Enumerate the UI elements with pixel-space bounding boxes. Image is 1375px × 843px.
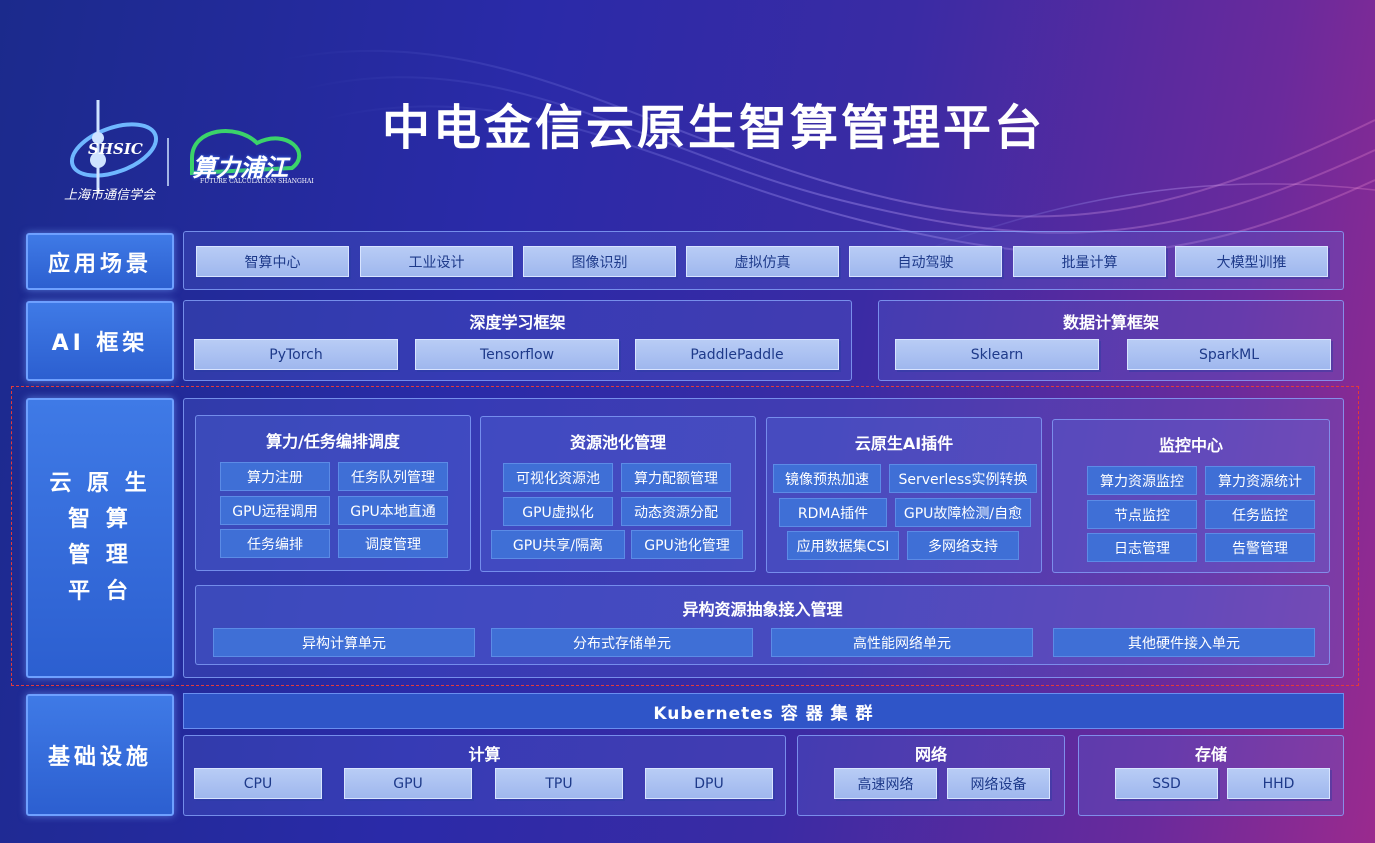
app-item: 虚拟仿真 [686, 246, 839, 277]
hetero-item: 异构计算单元 [213, 628, 475, 657]
storage-panel: 存储 SSD HHD [1078, 735, 1344, 816]
sched-item: 任务队列管理 [338, 462, 448, 491]
plugin-item: 镜像预热加速 [773, 464, 881, 493]
sched-module: 算力/任务编排调度 算力注册 任务队列管理 GPU远程调用 GPU本地直通 任务… [195, 415, 471, 571]
brand-subtext: FUTURE CALCULATION SHANGHAI [200, 178, 314, 185]
pool-title: 资源池化管理 [569, 433, 666, 452]
platform-highlight-border [11, 386, 1359, 686]
app-panel: 智算中心 工业设计 图像识别 虚拟仿真 自动驾驶 批量计算 大模型训推 [183, 231, 1344, 290]
app-item: 批量计算 [1013, 246, 1166, 277]
plugin-item: GPU故障检测/自愈 [895, 498, 1031, 527]
pool-module: 资源池化管理 可视化资源池 算力配额管理 GPU虚拟化 动态资源分配 GPU共享… [480, 416, 756, 572]
plugin-item: RDMA插件 [779, 498, 887, 527]
platform-label-line: 云 原 生 [49, 471, 151, 496]
sched-item: 算力注册 [220, 462, 330, 491]
hetero-module: 异构资源抽象接入管理 异构计算单元 分布式存储单元 高性能网络单元 其他硬件接入… [195, 585, 1330, 665]
compute-item: DPU [645, 768, 773, 799]
dl-framework-panel: 深度学习框架 PyTorch Tensorflow PaddlePaddle [183, 300, 852, 381]
hetero-item: 其他硬件接入单元 [1053, 628, 1315, 657]
monitor-module: 监控中心 算力资源监控 算力资源统计 节点监控 任务监控 日志管理 告警管理 [1052, 419, 1330, 573]
monitor-item: 告警管理 [1205, 533, 1315, 562]
pool-item: GPU共享/隔离 [491, 530, 625, 559]
page-title: 中电金信云原生智算管理平台 [382, 100, 1046, 156]
plugin-item: 应用数据集CSI [787, 531, 899, 560]
pool-item: 算力配额管理 [621, 463, 731, 492]
sched-item: GPU本地直通 [338, 496, 448, 525]
monitor-item: 日志管理 [1087, 533, 1197, 562]
k8s-cluster-bar: Kubernetes 容 器 集 群 [183, 693, 1344, 729]
pool-item: GPU池化管理 [631, 530, 743, 559]
platform-label-line: 平 台 [68, 579, 132, 604]
compute-panel: 计算 CPU GPU TPU DPU [183, 735, 786, 816]
layer-label-platform: 云 原 生 智 算 管 理 平 台 [26, 398, 174, 678]
framework-item: Sklearn [895, 339, 1099, 370]
platform-label-line: 管 理 [68, 543, 132, 568]
compute-item: TPU [495, 768, 623, 799]
plugin-item: 多网络支持 [907, 531, 1019, 560]
framework-item: PyTorch [194, 339, 398, 370]
plugin-item: Serverless实例转换 [889, 464, 1037, 493]
storage-title: 存储 [1194, 745, 1227, 764]
pool-item: GPU虚拟化 [503, 497, 613, 526]
compute-item: GPU [344, 768, 472, 799]
compute-title: 计算 [468, 745, 501, 764]
monitor-item: 算力资源监控 [1087, 466, 1197, 495]
framework-item: SparkML [1127, 339, 1331, 370]
sched-item: 调度管理 [338, 529, 448, 558]
hetero-title: 异构资源抽象接入管理 [682, 600, 843, 619]
pool-item: 可视化资源池 [503, 463, 613, 492]
platform-label-line: 智 算 [68, 507, 132, 532]
network-panel: 网络 高速网络 网络设备 [797, 735, 1065, 816]
monitor-item: 算力资源统计 [1205, 466, 1315, 495]
compute-item: CPU [194, 768, 322, 799]
hetero-item: 分布式存储单元 [491, 628, 753, 657]
network-item: 网络设备 [947, 768, 1050, 799]
platform-panel: 算力/任务编排调度 算力注册 任务队列管理 GPU远程调用 GPU本地直通 任务… [183, 398, 1344, 678]
association-text: 上海市通信学会 [64, 188, 156, 203]
sched-title: 算力/任务编排调度 [266, 432, 400, 451]
sched-item: GPU远程调用 [220, 496, 330, 525]
framework-item: PaddlePaddle [635, 339, 839, 370]
app-item: 自动驾驶 [849, 246, 1002, 277]
plugin-title: 云原生AI插件 [854, 434, 954, 453]
dl-framework-title: 深度学习框架 [469, 313, 566, 332]
plugin-module: 云原生AI插件 镜像预热加速 Serverless实例转换 RDMA插件 GPU… [766, 417, 1042, 573]
framework-item: Tensorflow [415, 339, 619, 370]
app-item: 智算中心 [196, 246, 349, 277]
storage-item: HHD [1227, 768, 1330, 799]
tower-icon [69, 100, 301, 193]
hetero-item: 高性能网络单元 [771, 628, 1033, 657]
monitor-item: 节点监控 [1087, 500, 1197, 529]
layer-label-infra: 基础设施 [26, 694, 174, 816]
data-framework-title: 数据计算框架 [1062, 313, 1159, 332]
network-item: 高速网络 [834, 768, 937, 799]
data-framework-panel: 数据计算框架 Sklearn SparkML [878, 300, 1344, 381]
layer-label-app: 应用场景 [26, 233, 174, 290]
app-item: 图像识别 [523, 246, 676, 277]
network-title: 网络 [914, 745, 947, 764]
layer-label-ai: AI 框架 [26, 301, 174, 381]
sched-item: 任务编排 [220, 529, 330, 558]
shsic-text: SHSIC [88, 140, 143, 158]
monitor-item: 任务监控 [1205, 500, 1315, 529]
monitor-title: 监控中心 [1158, 436, 1223, 455]
pool-item: 动态资源分配 [621, 497, 731, 526]
brand-text: 算力浦江 [192, 153, 288, 182]
logo: SHSIC 上海市通信学会 算力浦江 FUTURE CALCULATION SH… [62, 98, 317, 208]
storage-item: SSD [1115, 768, 1218, 799]
app-item: 大模型训推 [1175, 246, 1328, 277]
app-item: 工业设计 [360, 246, 513, 277]
